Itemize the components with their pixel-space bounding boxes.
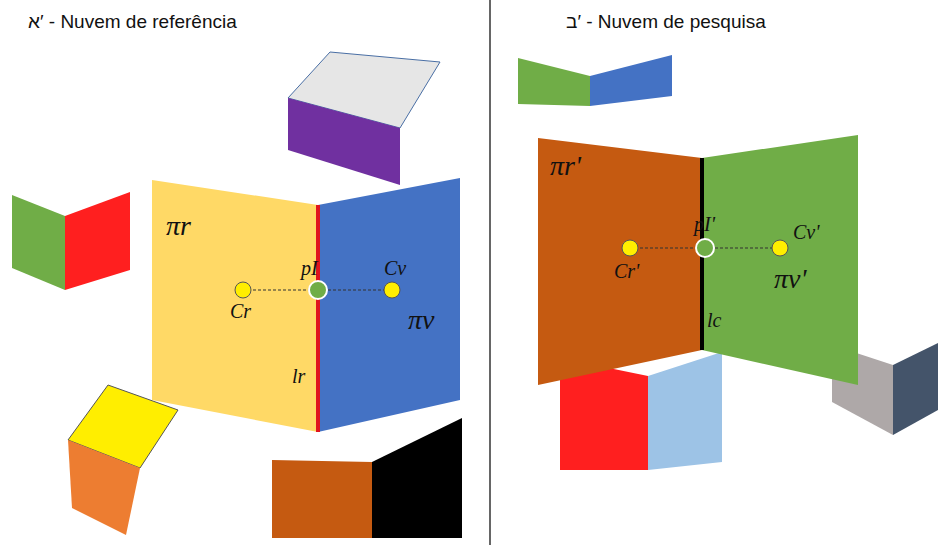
intersection-line [316, 205, 320, 432]
plane-node: πr' [538, 138, 702, 385]
plane-node: πv' [702, 135, 858, 385]
point-label: Cr' [614, 261, 639, 281]
point-label: Cv' [793, 222, 820, 242]
plane-shape [538, 138, 702, 385]
point-label: Cr [230, 301, 251, 321]
centroid [384, 282, 400, 298]
plane-fill [152, 180, 318, 432]
plane [372, 418, 462, 538]
plane [590, 55, 672, 106]
plane [832, 345, 893, 435]
centroid [622, 240, 638, 256]
panel-title: ב′ - Nuvem de pesquisa [566, 12, 766, 31]
centroid [235, 282, 251, 298]
plane-label: πr' [550, 152, 581, 180]
divider [489, 0, 491, 545]
plane-label: πr [166, 212, 191, 240]
plane [893, 343, 938, 435]
point-label: Cv [384, 258, 406, 278]
plane [12, 195, 65, 290]
plane [272, 460, 372, 538]
plane [518, 58, 590, 106]
point-label: pI' [694, 214, 715, 234]
intersection-point [309, 281, 327, 299]
plane-fill [702, 135, 858, 385]
plane-label: πv' [774, 265, 806, 293]
plane-node: πv [318, 178, 460, 432]
plane [560, 358, 648, 470]
plane [288, 98, 400, 185]
plane [68, 440, 140, 535]
plane-shape [318, 178, 460, 432]
panel-title: א′ - Nuvem de referência [28, 12, 237, 31]
centroid [772, 240, 788, 256]
plane-node: πr [152, 180, 318, 432]
line-label: lc [707, 310, 721, 330]
plane [648, 352, 722, 470]
plane-fill [538, 138, 702, 385]
intersection-point [696, 239, 714, 257]
plane-shape [152, 180, 318, 432]
line-label: lr [292, 366, 305, 386]
plane-label: πv [408, 306, 434, 334]
plane-shape [702, 135, 858, 385]
point-label: pI [301, 258, 318, 278]
plane-fill [318, 178, 460, 432]
plane [65, 192, 130, 290]
